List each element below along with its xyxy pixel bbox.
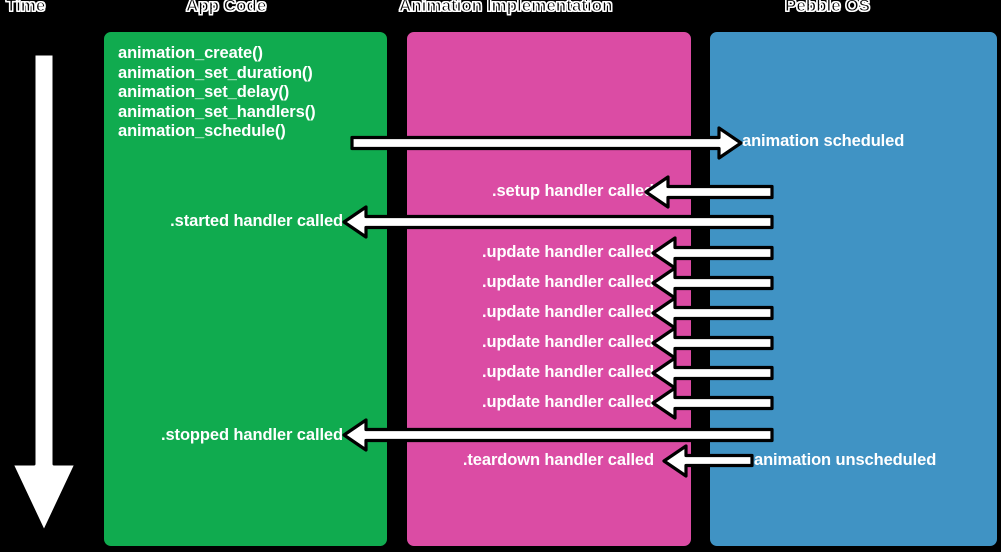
app-call-animation-schedule: animation_schedule() xyxy=(118,122,286,140)
event-label-update-handler-3: .update handler called xyxy=(481,303,654,321)
column-header-animation-implementation: Animation Implementation xyxy=(398,0,613,16)
app-call-animation-set-delay: animation_set_delay() xyxy=(118,83,290,101)
event-label-animation-unscheduled: animation unscheduled xyxy=(754,451,937,469)
event-label-animation-scheduled: animation scheduled xyxy=(742,132,905,150)
event-label-teardown-handler: .teardown handler called xyxy=(462,451,654,469)
event-label-update-handler-6: .update handler called xyxy=(481,393,654,411)
event-label-update-handler-4: .update handler called xyxy=(481,333,654,351)
column-header-time: Time xyxy=(5,0,46,16)
event-label-started-handler: .started handler called xyxy=(170,212,343,230)
event-label-update-handler-2: .update handler called xyxy=(481,273,654,291)
time-down-arrow-icon xyxy=(10,52,78,534)
event-label-stopped-handler: .stopped handler called xyxy=(161,426,343,444)
lane-app-code xyxy=(102,30,389,548)
column-header-app-code: App Code xyxy=(185,0,267,16)
column-header-pebble-os: Pebble OS xyxy=(784,0,871,16)
event-label-update-handler-1: .update handler called xyxy=(481,243,654,261)
app-call-animation-set-handlers: animation_set_handlers() xyxy=(118,102,316,121)
app-call-animation-set-duration: animation_set_duration() xyxy=(118,63,313,82)
event-label-setup-handler: .setup handler called xyxy=(491,182,654,200)
lane-animation-implementation xyxy=(405,30,693,548)
app-code-call-list: animation_create() animation_set_duratio… xyxy=(118,44,316,142)
event-label-update-handler-5: .update handler called xyxy=(481,363,654,381)
app-call-animation-create: animation_create() xyxy=(118,44,263,62)
